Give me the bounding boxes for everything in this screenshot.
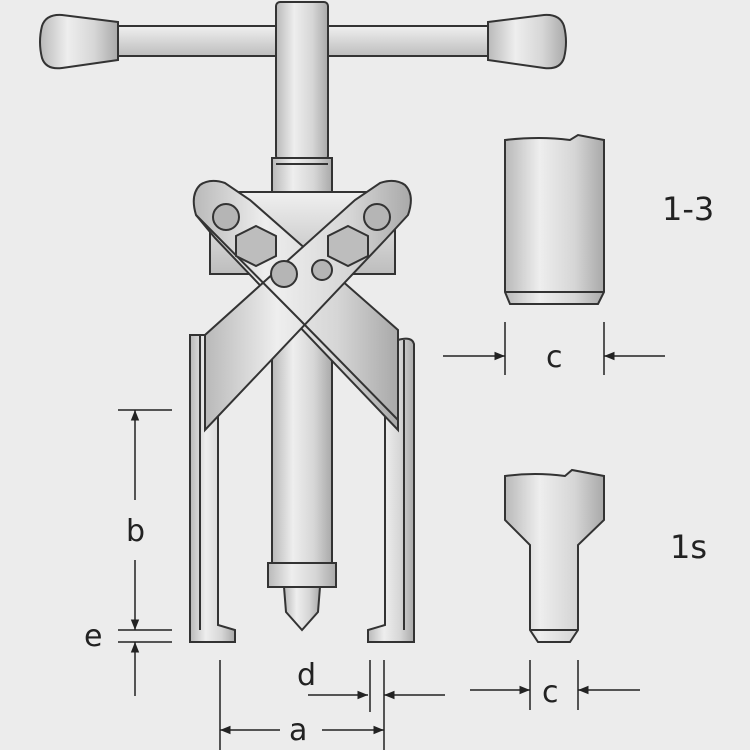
label-dim-e: e <box>84 619 102 654</box>
label-variant-1s: 1s <box>670 528 707 566</box>
pin-center <box>270 260 298 288</box>
dimension-lines <box>118 322 665 750</box>
adapter-1s <box>504 468 605 643</box>
puller-legs <box>189 334 415 643</box>
shaft-tip <box>282 586 322 632</box>
label-dim-d: d <box>297 658 316 693</box>
label-dim-b: b <box>126 514 145 549</box>
handle-grip-left <box>39 13 119 70</box>
pin-top-right <box>363 203 391 231</box>
spindle <box>271 1 333 199</box>
label-dim-c-top: c <box>546 340 563 375</box>
pin-center-back <box>311 259 333 281</box>
hex-nut-right <box>327 224 369 268</box>
handle-grip-right <box>487 13 567 70</box>
label-variant-1-3: 1-3 <box>662 190 714 228</box>
pin-top-left <box>212 203 240 231</box>
label-dim-a: a <box>289 713 307 748</box>
adapter-1-3 <box>504 133 605 305</box>
hex-nut-left <box>235 224 277 268</box>
fasteners <box>212 203 391 288</box>
right-leg <box>367 337 415 643</box>
label-dim-c-bottom: c <box>542 675 559 710</box>
